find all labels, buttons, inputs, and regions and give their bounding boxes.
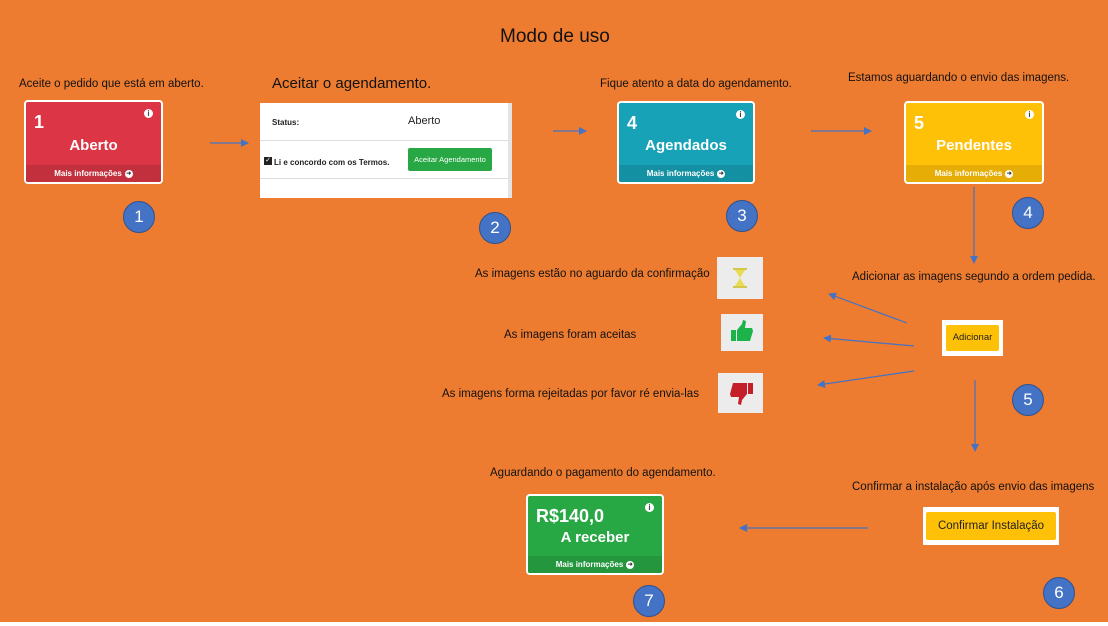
arrow-to-rejected [817, 370, 915, 388]
terms-label: Li e concordo com os Termos. [274, 158, 390, 167]
hourglass-icon [733, 268, 747, 288]
step-badge-3: 3 [726, 200, 758, 232]
confirmar-instalacao-button[interactable]: Confirmar Instalação [926, 512, 1056, 540]
status-label: Status: [272, 118, 300, 127]
card-agendados[interactable]: 4 i Agendados Mais informações➜ [619, 103, 753, 182]
card-count: 1 [34, 112, 45, 132]
info-icon: i [645, 503, 654, 512]
status-value: Aberto [408, 115, 441, 127]
card-count: 4 [627, 113, 638, 133]
rejected-caption: As imagens forma rejeitadas por favor ré… [442, 388, 699, 400]
step-3-caption: Fique atento a data do agendamento. [600, 78, 792, 90]
thumbs-up-icon [731, 320, 753, 341]
step-7-caption: Aguardando o pagamento do agendamento. [490, 467, 716, 479]
info-icon: i [1025, 110, 1034, 119]
accept-form-panel: Status: Aberto ✓ Li e concordo com os Te… [260, 103, 512, 198]
more-info-label: Mais informações [54, 169, 122, 178]
awaiting-caption: As imagens estão no aguardo da confirmaç… [475, 268, 710, 280]
more-info-label: Mais informações [555, 560, 624, 569]
info-icon: i [736, 110, 745, 119]
divider [260, 140, 512, 141]
more-info-link[interactable]: Mais informações➜ [528, 556, 662, 573]
step-badge-4: 4 [1012, 197, 1044, 229]
arrow-to-accepted [823, 334, 915, 347]
thumbs-down-icon [730, 383, 753, 405]
step-2-caption: Aceitar o agendamento. [272, 75, 432, 92]
card-label: Agendados [645, 137, 727, 154]
accepted-status-box [721, 314, 763, 351]
arrow-circle-right-icon: ➜ [1005, 169, 1014, 178]
divider [260, 178, 512, 179]
confirmar-button-frame: Confirmar Instalação [923, 507, 1059, 545]
accept-schedule-button[interactable]: Aceitar Agendamento [408, 148, 492, 171]
adicionar-button[interactable]: Adicionar [946, 325, 999, 351]
step-badge-5: 5 [1012, 384, 1044, 416]
arrow-circle-right-icon: ➜ [626, 560, 635, 569]
more-info-label: Mais informações [646, 169, 715, 178]
card-aberto[interactable]: 1 i Aberto Mais informações➜ [26, 102, 161, 182]
more-info-label: Mais informações [934, 169, 1003, 178]
arrow-to-awaiting [828, 292, 908, 324]
step-4-caption: Estamos aguardando o envio das imagens. [848, 72, 1070, 84]
card-label: Pendentes [936, 137, 1012, 154]
step-badge-2: 2 [479, 212, 511, 244]
more-info-link[interactable]: Mais informações➜ [26, 165, 161, 182]
arrow-circle-right-icon: ➜ [717, 169, 726, 178]
step-badge-6: 6 [1043, 577, 1075, 609]
accepted-caption: As imagens foram aceitas [504, 329, 637, 341]
more-info-link[interactable]: Mais informações➜ [906, 165, 1042, 182]
card-label: Aberto [69, 137, 118, 154]
card-label: A receber [560, 529, 630, 546]
step-badge-7: 7 [633, 585, 665, 617]
step-6-caption: Confirmar a instalação após envio das im… [852, 481, 1095, 493]
awaiting-status-box [717, 257, 763, 299]
rejected-status-box [718, 373, 763, 413]
step-1-caption: Aceite o pedido que está em aberto. [19, 78, 204, 90]
step-badge-1: 1 [123, 201, 155, 233]
card-count: 5 [914, 113, 925, 133]
adicionar-button-frame: Adicionar [942, 320, 1003, 356]
terms-checkbox[interactable]: ✓ [264, 157, 272, 165]
scrollbar[interactable] [508, 103, 512, 198]
page-title: Modo de uso [500, 26, 610, 47]
info-icon: i [144, 109, 153, 118]
arrow-circle-right-icon: ➜ [124, 169, 133, 178]
card-amount: R$140,0 [536, 506, 605, 526]
card-pendentes[interactable]: 5 i Pendentes Mais informações➜ [906, 103, 1042, 182]
more-info-link[interactable]: Mais informações➜ [619, 165, 753, 182]
card-a-receber[interactable]: R$140,0 i A receber Mais informações➜ [528, 496, 662, 573]
step-5-caption: Adicionar as imagens segundo a ordem ped… [852, 271, 1096, 283]
